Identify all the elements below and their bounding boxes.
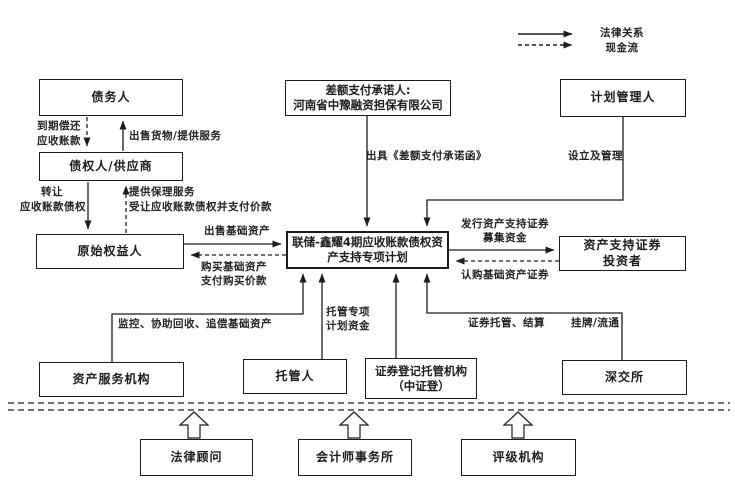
box-guarantor-title: 差额支付承诺人: — [325, 83, 411, 98]
box-abs-investors: 资产支持证券 投资者 — [559, 236, 686, 271]
box-asset-servicer: 资产服务机构 — [39, 362, 184, 397]
box-spv-plan: 联储-鑫耀4期应收账款债权资 产支持专项计划 — [286, 231, 449, 269]
label-buy-assets-line1: 购买基础资产 — [201, 261, 267, 273]
label-issue-abs-line1: 发行资产支持证券 — [461, 218, 549, 230]
edge-exchange-listing — [423, 273, 623, 360]
box-legal-advisor: 法律顾问 — [140, 439, 253, 476]
block-arrow-rating-agency — [502, 411, 534, 439]
box-creditor-supplier: 债权人/供应商 — [39, 152, 183, 181]
label-sell-goods: 出售货物/提供服务 — [129, 130, 222, 142]
box-debtor-label: 债务人 — [91, 89, 131, 104]
box-exchange-label: 深交所 — [604, 369, 644, 384]
label-transfer-line2: 应收账款债权 — [20, 201, 86, 213]
legend-label-legal: 法律关系 — [600, 27, 644, 39]
box-accounting-firm-label: 会计师事务所 — [315, 449, 394, 464]
box-registrar-line2: （中证登） — [392, 378, 450, 393]
box-legal-advisor-label: 法律顾问 — [170, 449, 223, 464]
label-custody-funds-line1: 托管专项 — [326, 306, 370, 318]
edge-plan-manager-setup — [423, 117, 624, 227]
label-repay-line2: 应收账款 — [37, 135, 81, 147]
box-plan-manager: 计划管理人 — [560, 79, 686, 117]
box-spv-line1: 联储-鑫耀4期应收账款债权资 — [292, 235, 443, 250]
box-difference-payment-guarantor: 差额支付承诺人: 河南省中豫融资担保有限公司 — [285, 80, 451, 116]
box-spv-line2: 产支持专项计划 — [327, 250, 408, 264]
label-factoring-line2: 受让应收账款债权并支付价款 — [129, 201, 272, 213]
label-sell-assets: 出售基础资产 — [204, 225, 270, 237]
box-rating-agency: 评级机构 — [461, 439, 576, 476]
label-monitor-recover: 监控、协助回收、追偿基础资产 — [118, 318, 272, 330]
box-debtor: 债务人 — [39, 79, 183, 116]
box-plan-manager-label: 计划管理人 — [590, 90, 656, 105]
label-transfer-line1: 转让 — [41, 186, 63, 198]
box-investor-line1: 资产支持证券 — [583, 237, 662, 252]
label-buy-assets-line2: 支付购买价款 — [201, 275, 267, 287]
legend-label-cashflow: 现金流 — [605, 42, 639, 54]
box-guarantor-company: 河南省中豫融资担保有限公司 — [293, 98, 443, 112]
label-factoring-line1: 提供保理服务 — [129, 186, 195, 198]
box-creditor-label: 债权人/供应商 — [69, 158, 153, 173]
box-accounting-firm: 会计师事务所 — [298, 439, 412, 476]
box-rating-agency-label: 评级机构 — [492, 449, 545, 464]
label-listing: 挂牌/流通 — [571, 317, 620, 329]
box-originator: 原始权益人 — [36, 234, 184, 269]
label-setup-manage: 设立及管理 — [568, 150, 623, 162]
box-securities-registrar: 证券登记托管机构 （中证登） — [365, 358, 477, 399]
box-shenzhen-exchange: 深交所 — [562, 360, 687, 395]
box-investor-line2: 投资者 — [602, 253, 642, 268]
box-asset-servicer-label: 资产服务机构 — [72, 371, 151, 386]
label-commitment-letter: 出具《差额支付承诺函》 — [366, 150, 487, 162]
label-settlement: 证券托管、结算 — [468, 317, 545, 329]
label-repay-line1: 到期偿还 — [37, 120, 81, 132]
edge-servicer-monitor — [111, 273, 307, 362]
label-custody-funds-line2: 计划资金 — [326, 320, 370, 332]
box-originator-label: 原始权益人 — [77, 243, 143, 258]
box-registrar-line1: 证券登记托管机构 — [375, 363, 467, 378]
box-custodian-label: 托管人 — [275, 368, 315, 383]
block-arrow-legal-advisor — [178, 411, 210, 439]
box-custodian: 托管人 — [243, 359, 347, 394]
label-issue-abs-line2: 募集资金 — [483, 232, 527, 244]
label-subscribe: 认购基础资产证券 — [461, 269, 549, 281]
block-arrow-accounting-firm — [338, 411, 370, 439]
